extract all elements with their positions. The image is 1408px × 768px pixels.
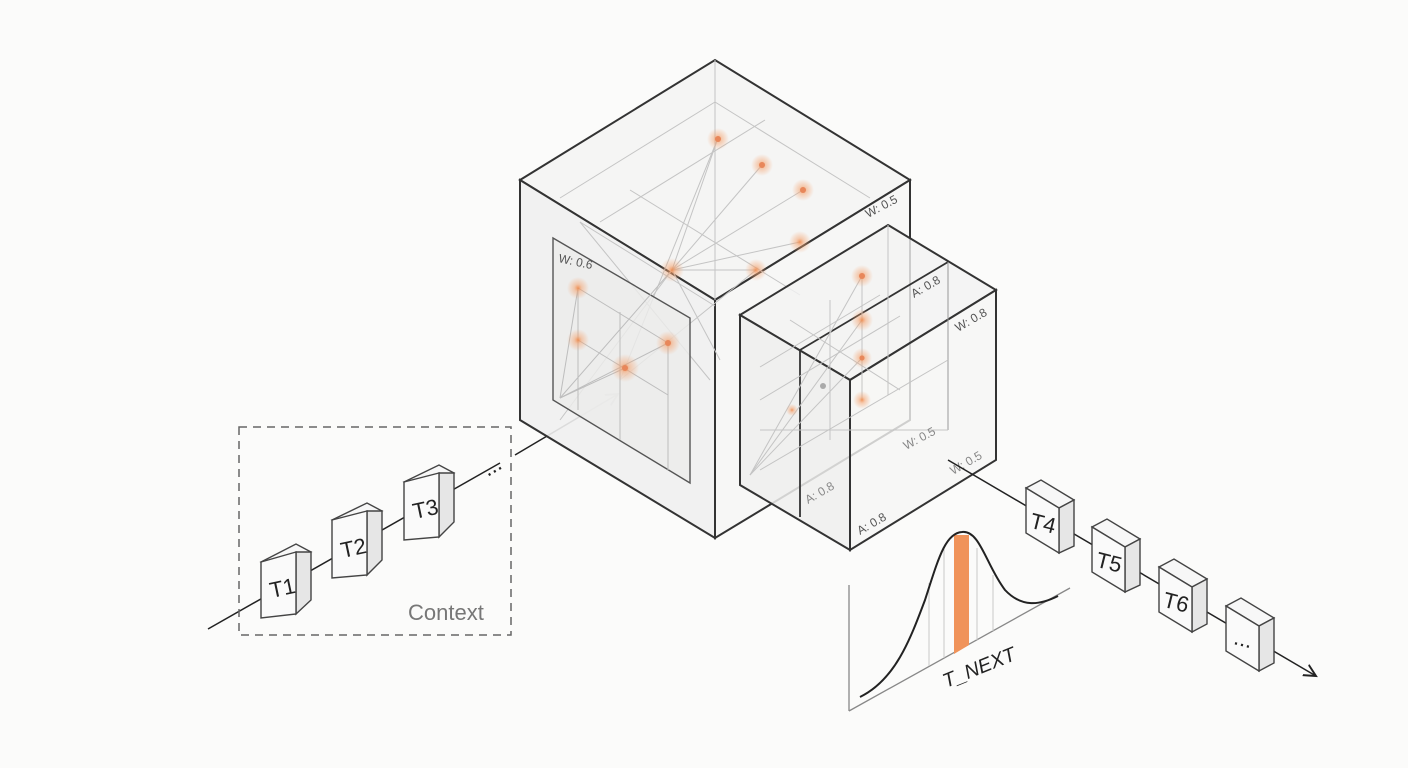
- output-sequence: T4 T5 T6 ...: [947, 459, 1316, 676]
- next-token-distribution: T_NEXT: [848, 530, 1071, 712]
- token-block-t4: T4: [1024, 479, 1076, 555]
- token-block-t2: T2: [330, 502, 384, 579]
- context-ellipsis: ...: [477, 450, 505, 481]
- token-label: T5: [1094, 547, 1125, 577]
- input-sequence: Context ... T1 T2 T3: [207, 394, 618, 636]
- context-box: [238, 426, 512, 636]
- attention-nodes: [567, 128, 814, 382]
- distribution-label: T_NEXT: [940, 643, 1021, 693]
- token-block-t6: T6: [1157, 558, 1209, 634]
- token-block-t3: T3: [402, 464, 456, 541]
- token-label: T4: [1028, 508, 1059, 538]
- token-block-ellipsis: ...: [1224, 597, 1276, 673]
- probability-curve: [859, 530, 1059, 698]
- token-label: T1: [267, 573, 297, 603]
- token-block-t1: T1: [259, 543, 313, 619]
- token-label: T3: [410, 494, 440, 524]
- small-attention-cube: A: 0.8 W: 0.8 W: 0.5 W: 0.5 A: 0.8 A: 0.…: [738, 223, 998, 552]
- token-label: T6: [1161, 587, 1192, 617]
- context-label: Context: [408, 600, 484, 625]
- token-label: ...: [1232, 624, 1256, 653]
- selected-token-bar: [954, 535, 969, 654]
- token-label: T2: [338, 533, 368, 563]
- token-block-t5: T5: [1090, 518, 1142, 594]
